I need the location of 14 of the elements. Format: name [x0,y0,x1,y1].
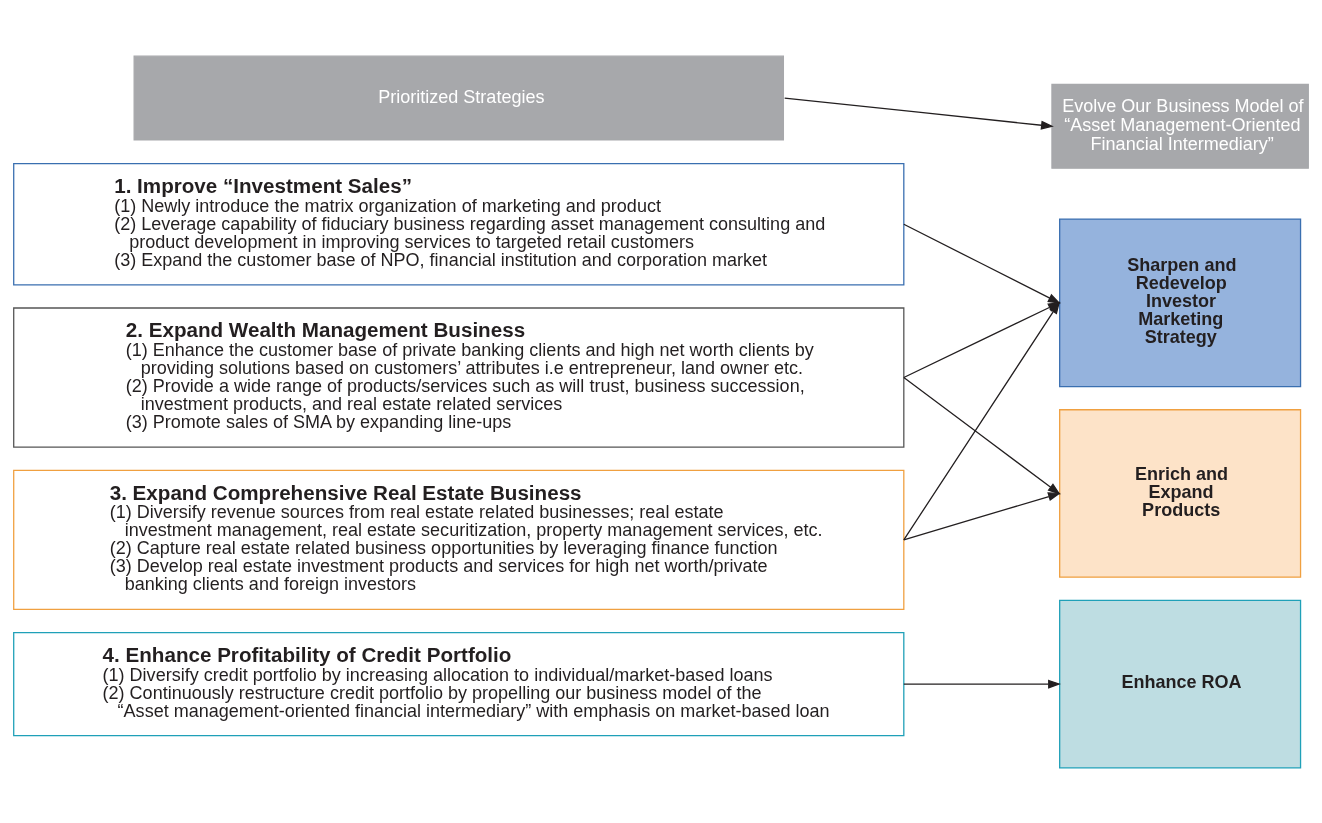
node-box: Prioritized Strategies [133,55,784,141]
node-box: 1. Improve “Investment Sales” (1) Newly introduce the matrix organization of marketing and product (2) Leverage capability of fiduciary business regarding asset management consulting and product development in improving services to targeted retail customers (3) Expand the customer base of NPO, financial institution and corporation market [13,162,905,285]
node-box: 3. Expand Comprehensive Real Estate Business (1) Diversify revenue sources from real estate related businesses; real estate investment management, real estate securitization, property management services, etc. (2) Capture real estate related business opportunities by leveraging finance function (3) Develop real estate investment products and services for high net worth/private banking clients and foreign investors [13,469,905,610]
arrow [784,96,1054,130]
node-box: Sharpen and Redevelop Investor Marketing Strategy [1059,217,1302,387]
node-box: Enrich and Expand Products [1059,408,1302,578]
node-box: 4. Enhance Profitability of Credit Portfolio (1) Diversify credit portfolio by increasing allocation to individual/market-based loans (2) Continuously restructure credit portfolio by propelling our business model of the “Asset management-oriented financial intermediary” with emphasis on market-based loan [13,631,905,736]
arrow [903,491,1061,540]
arrow [903,223,1061,304]
arrow [903,376,1061,495]
node-box: 2. Expand Wealth Management Business (1) Enhance the customer base of private banking clients and high net worth clients by providing solutions based on customers’ attributes i.e entrepreneur, land owner etc. (2) Provide a wide range of products/services such as will trust, business succession, investment products, and real estate related services (3) Promote sales of SMA by expanding line-ups [13,306,905,448]
node-box: Enhance ROA [1059,599,1302,768]
node-box: Evolve Our Business Model of “Asset Management-Oriented Financial Intermediary” [1051,83,1309,169]
arrow [903,679,1061,689]
